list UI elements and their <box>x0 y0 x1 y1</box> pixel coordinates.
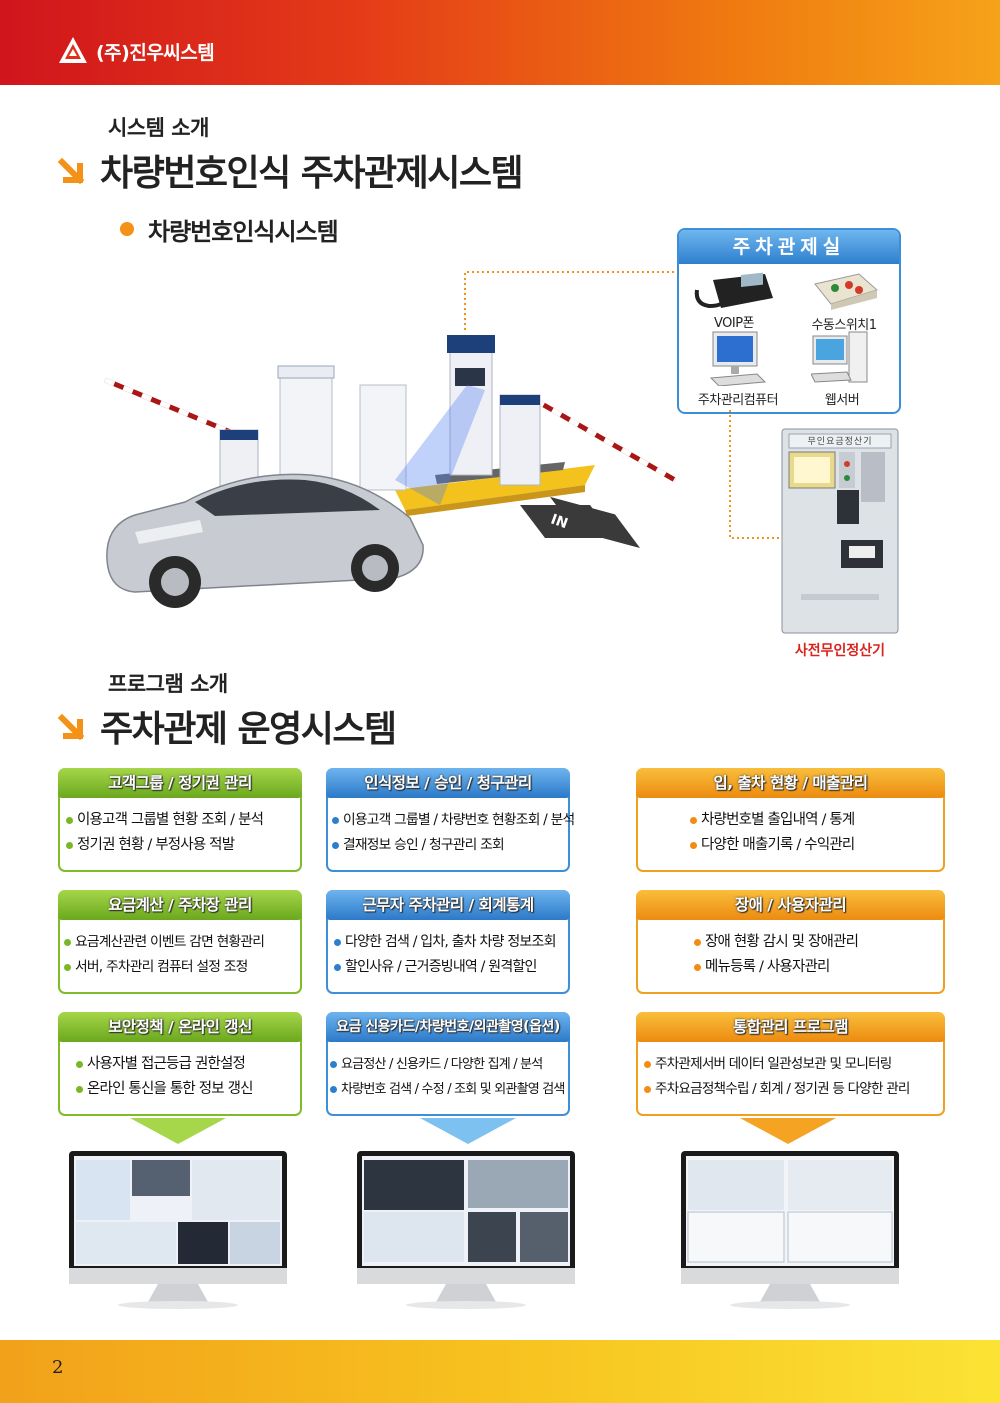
bullet-dot <box>334 938 341 946</box>
bullet-dot <box>332 841 339 849</box>
bullet-dot <box>76 1085 83 1093</box>
section1-subtitle: 차량번호인식시스템 <box>148 218 339 246</box>
feature-title: 근무자 주차관리 / 회계통계 <box>326 890 570 920</box>
company-name: (주)진우씨스템 <box>96 42 215 64</box>
lane-in-label: IN <box>549 511 570 532</box>
section1-title: 차량번호인식 주차관제시스템 <box>100 153 524 194</box>
device-label-computer: 주차관리컴퓨터 <box>697 393 779 408</box>
feature-title: 보안정책 / 온라인 갱신 <box>58 1012 302 1042</box>
car-icon <box>106 473 424 608</box>
bullet-dot <box>334 963 341 971</box>
bullet-dot <box>332 816 339 824</box>
down-arrow-icon <box>740 1118 836 1144</box>
switch-panel-icon <box>814 273 878 310</box>
feature-item: 주차관제서버 데이터 일관성보관 및 모니터링 <box>655 1056 892 1072</box>
arrow-icon <box>58 714 85 741</box>
feature-box-integrated: 통합관리 프로그램 주차관제서버 데이터 일관성보관 및 모니터링 주차요금정책… <box>636 1012 945 1116</box>
bullet-dot <box>644 1085 651 1093</box>
control-room-title: 주차관제실 <box>679 230 899 264</box>
header-bar <box>0 0 1000 85</box>
device-label-switch: 수동스위치1 <box>811 318 877 333</box>
feature-item: 할인사유 / 근거증빙내역 / 원격할인 <box>345 959 537 975</box>
feature-title: 통합관리 프로그램 <box>636 1012 945 1042</box>
feature-box-card-option: 요금 신용카드/차량번호/외관촬영(옵션) 요금정산 / 신용카드 / 다양한 … <box>326 1012 570 1116</box>
page-number: 2 <box>52 1357 64 1378</box>
feature-item: 다양한 매출기록 / 수익관리 <box>701 837 855 853</box>
kiosk-screen-label: 무인요금정산기 <box>807 437 873 447</box>
section2-title: 주차관제 운영시스템 <box>100 709 397 750</box>
feature-item: 메뉴등록 / 사용자관리 <box>705 959 830 975</box>
section1-label: 시스템 소개 <box>108 116 209 140</box>
bullet-dot <box>694 963 701 971</box>
feature-title: 입, 출차 현황 / 매출관리 <box>636 768 945 798</box>
feature-item: 이용고객 그룹별 현황 조회 / 분석 <box>77 812 264 828</box>
parking-gate-illustration: OUT IN <box>104 271 677 608</box>
bullet-dot <box>66 816 73 824</box>
monitor-screenshot-3 <box>681 1151 899 1309</box>
bullet-dot <box>330 1061 337 1068</box>
monitor-screenshot-1 <box>69 1151 287 1309</box>
down-arrow-icon <box>130 1118 226 1144</box>
payment-kiosk <box>781 428 899 634</box>
feature-title: 고객그룹 / 정기권 관리 <box>58 768 302 798</box>
feature-box-entry-exit: 입, 출차 현황 / 매출관리 차량번호별 출입내역 / 통계 다양한 매출기록… <box>636 768 945 872</box>
feature-box-fee-calc: 요금계산 / 주차장 관리 요금계산관련 이벤트 감면 현황관리 서버, 주차관… <box>58 890 302 994</box>
bullet-dot <box>690 841 697 849</box>
down-arrow-icon <box>420 1118 516 1144</box>
triangle-logo-icon <box>59 37 87 63</box>
feature-item: 이용고객 그룹별 / 차량번호 현황조회 / 분석 <box>343 812 575 828</box>
feature-item: 요금정산 / 신용카드 / 다양한 집계 / 분석 <box>341 1057 543 1072</box>
feature-item: 주차요금정책수립 / 회계 / 정기권 등 다양한 관리 <box>655 1081 910 1097</box>
bullet-dot <box>76 1060 83 1068</box>
bullet-dot <box>64 938 71 946</box>
control-room-panel: 주차관제실 VOIP폰 수동스위치1 주차관리컴퓨터 웹서버 <box>677 228 901 414</box>
feature-item: 차량번호 검색 / 수정 / 조회 및 외관촬영 검색 <box>341 1082 565 1097</box>
bullet-dot <box>644 1060 651 1068</box>
feature-item: 요금계산관련 이벤트 감면 현황관리 <box>75 934 265 950</box>
footer-bar <box>0 1340 1000 1403</box>
arrow-icon <box>58 158 85 185</box>
feature-item: 결재정보 승인 / 청구관리 조회 <box>343 837 505 853</box>
feature-box-security: 보안정책 / 온라인 갱신 사용자별 접근등급 권한설정 온라인 통신을 통한 … <box>58 1012 302 1116</box>
feature-box-recognition: 인식정보 / 승인 / 청구관리 이용고객 그룹별 / 차량번호 현황조회 / … <box>326 768 575 872</box>
feature-title: 장애 / 사용자관리 <box>636 890 945 920</box>
bullet-dot <box>120 222 134 236</box>
bullet-dot <box>330 1086 337 1093</box>
bullet-dot <box>690 816 697 824</box>
feature-item: 온라인 통신을 통한 정보 갱신 <box>87 1081 254 1097</box>
feature-item: 정기권 현황 / 부정사용 적발 <box>77 837 235 853</box>
feature-box-customer-group: 고객그룹 / 정기권 관리 이용고객 그룹별 현황 조회 / 분석 정기권 현황… <box>58 768 302 872</box>
phone-icon <box>694 272 773 309</box>
kiosk-caption: 사전무인정산기 <box>794 643 886 659</box>
feature-title: 인식정보 / 승인 / 청구관리 <box>326 768 570 798</box>
connector-line <box>729 410 788 539</box>
lane-out-label: OUT <box>570 381 607 407</box>
bullet-dot <box>66 841 73 849</box>
feature-item: 장애 현황 감시 및 장애관리 <box>705 934 859 950</box>
section2-label: 프로그램 소개 <box>108 672 228 696</box>
bullet-dot <box>694 938 701 946</box>
monitor-screenshot-2 <box>357 1151 575 1309</box>
feature-title: 요금계산 / 주차장 관리 <box>58 890 302 920</box>
feature-item: 다양한 검색 / 입차, 출차 차량 정보조회 <box>345 934 556 950</box>
feature-item: 사용자별 접근등급 권한설정 <box>87 1056 246 1072</box>
server-icon <box>811 331 868 383</box>
computer-icon <box>709 331 767 386</box>
device-label-voip: VOIP폰 <box>713 316 755 331</box>
feature-box-failure: 장애 / 사용자관리 장애 현황 감시 및 장애관리 메뉴등록 / 사용자관리 <box>636 890 945 994</box>
feature-title: 요금 신용카드/차량번호/외관촬영(옵션) <box>326 1012 570 1042</box>
feature-item: 차량번호별 출입내역 / 통계 <box>701 812 855 828</box>
feature-box-staff: 근무자 주차관리 / 회계통계 다양한 검색 / 입차, 출차 차량 정보조회 … <box>326 890 570 994</box>
device-label-server: 웹서버 <box>824 393 860 408</box>
feature-item: 서버, 주차관리 컴퓨터 설정 조정 <box>75 959 248 975</box>
bullet-dot <box>64 963 71 971</box>
